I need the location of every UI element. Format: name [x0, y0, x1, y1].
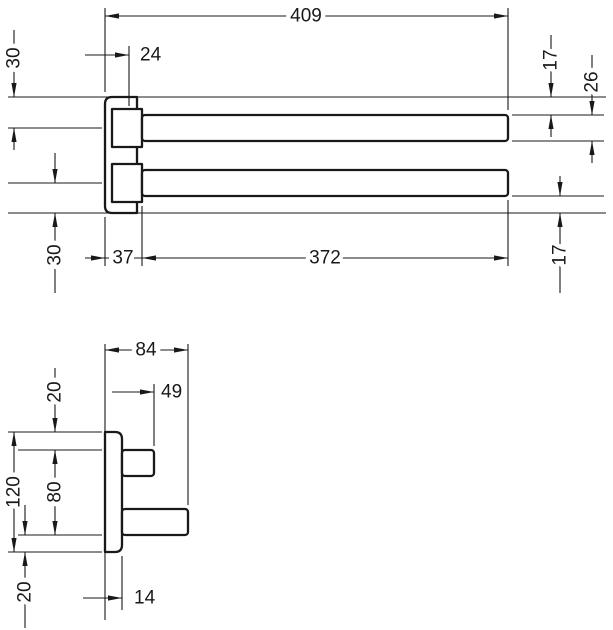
dim-bar-height: 26 — [512, 55, 607, 163]
dim-bar-length: 372 — [142, 200, 509, 273]
dim-label-plate-thickness: 14 — [134, 588, 156, 609]
upper-bar — [140, 113, 510, 143]
dim-top-margin: 20 — [8, 368, 102, 451]
dim-label-bottom-bar-center-to-edge: 30 — [45, 244, 66, 265]
wall-plate-front — [103, 430, 124, 554]
dim-label-wall-to-bar-start: 37 — [112, 248, 133, 269]
dim-label-top-margin: 20 — [45, 381, 66, 402]
dim-label-arms-outer-span: 80 — [45, 481, 66, 502]
dim-bottom-bar-center-to-edge: 30 — [8, 153, 102, 293]
dim-overall-depth: 84 — [105, 335, 189, 505]
dim-pivot-offset: 24 — [85, 40, 166, 106]
lower-arm — [120, 507, 190, 537]
lower-pivot-block — [110, 162, 144, 204]
dim-bottom-margin: 20 — [10, 505, 40, 628]
dim-label-bar-height: 26 — [582, 71, 603, 92]
dim-label-edge-to-top-bar: 17 — [541, 49, 562, 70]
dim-overall-length: 409 — [104, 1, 509, 110]
side-view: 409 24 30 17 26 — [0, 1, 607, 293]
dim-label-bar-length: 372 — [309, 248, 341, 269]
front-view: 84 20 49 120 80 — [0, 335, 190, 628]
dim-edge-to-top-bar: 17 — [512, 35, 604, 137]
dim-label-edge-to-top-bar-center: 30 — [4, 47, 25, 68]
dim-label-bar-to-bottom-edge: 17 — [550, 244, 571, 265]
dim-label-overall-depth: 84 — [135, 340, 157, 361]
dim-label-bottom-margin: 20 — [15, 581, 36, 602]
dim-plate-height: 120 — [0, 432, 102, 553]
dim-label-plate-height: 120 — [4, 476, 25, 508]
towel-bar-front-outline — [103, 344, 190, 620]
dim-edge-to-top-bar-center: 30 — [0, 30, 102, 150]
dim-bar-to-bottom-edge: 17 — [512, 176, 604, 293]
dim-label-overall-length: 409 — [290, 6, 322, 27]
lower-bar — [140, 168, 510, 198]
dim-arms-outer-span: 80 — [18, 450, 102, 536]
dim-upper-arm-reach: 49 — [112, 377, 187, 446]
dim-wall-to-bar-start: 37 — [85, 206, 143, 273]
dim-plate-thickness: 14 — [83, 556, 160, 613]
upper-pivot-block — [110, 107, 144, 149]
towel-bar-side-outline — [8, 95, 606, 215]
upper-arm — [120, 448, 156, 478]
dim-label-pivot-offset: 24 — [140, 45, 162, 66]
dim-label-upper-arm-reach: 49 — [161, 382, 182, 403]
